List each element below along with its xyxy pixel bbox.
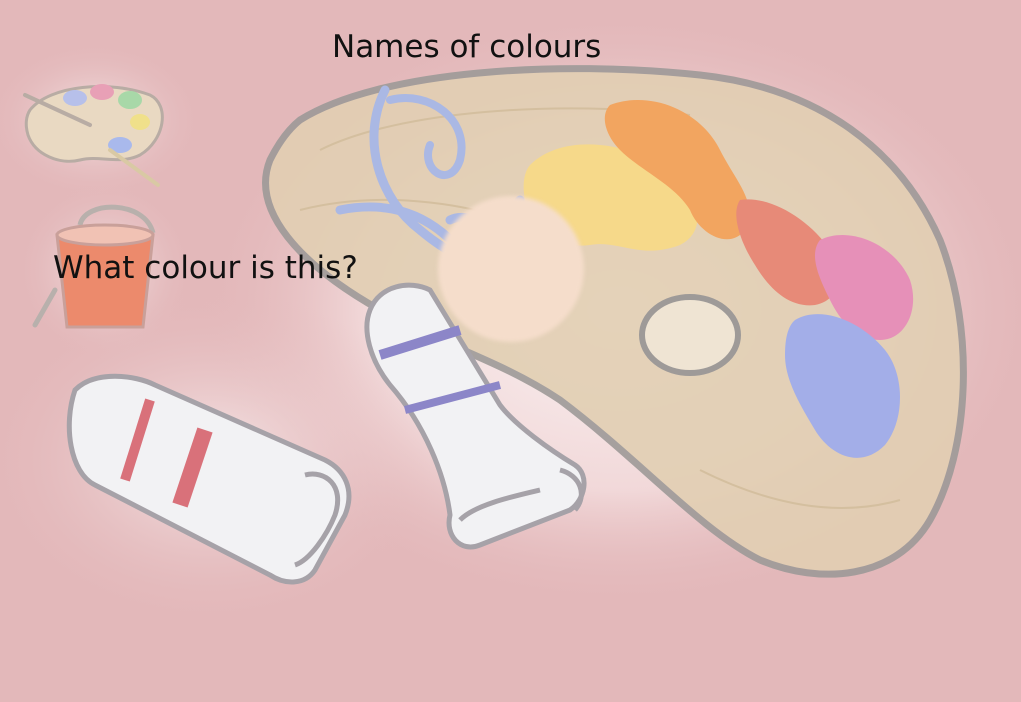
question-text: What colour is this? bbox=[53, 250, 358, 286]
paint-tube-icon bbox=[364, 282, 587, 550]
slide-title: Names of colours bbox=[332, 29, 602, 65]
paint-bucket-icon bbox=[32, 204, 156, 329]
colour-swatch bbox=[438, 196, 584, 342]
palette-icon bbox=[23, 84, 164, 187]
paint-tube-icon bbox=[66, 373, 352, 585]
